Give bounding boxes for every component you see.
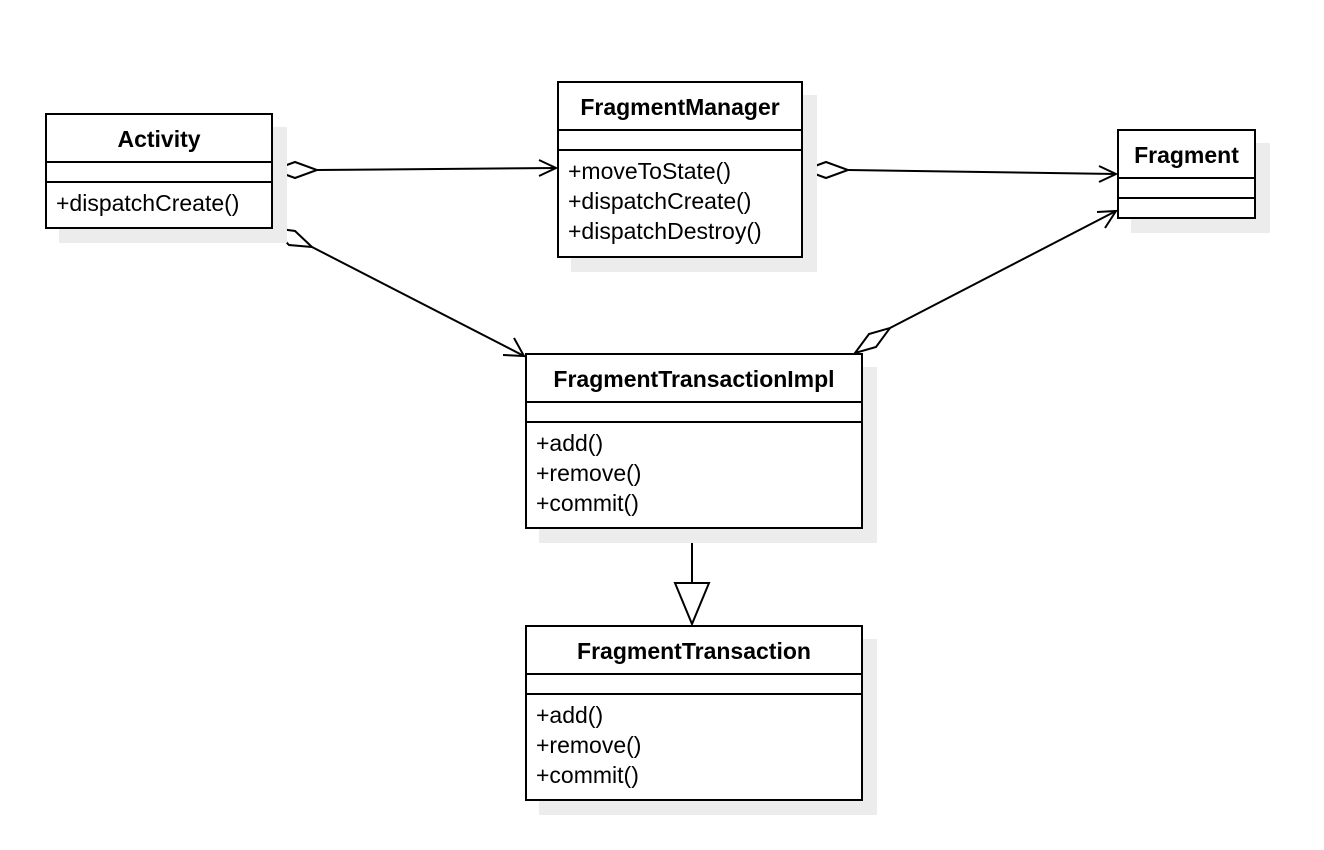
class-name: Activity — [47, 115, 271, 163]
attributes-compartment — [559, 131, 801, 151]
class-activity[interactable]: Activity +dispatchCreate() — [45, 113, 273, 229]
class-name: FragmentTransactionImpl — [527, 355, 861, 403]
operation: +commit() — [536, 490, 639, 516]
association-line — [847, 169, 1117, 175]
operations-compartment: +dispatchCreate() — [47, 183, 271, 218]
attributes-compartment — [47, 163, 271, 183]
association-line — [316, 167, 557, 171]
generalization-fragmenttransactionimpl-fragmenttransaction — [673, 530, 711, 627]
attributes-compartment — [527, 403, 861, 423]
aggregation-fragmentmanager-fragment — [801, 160, 1119, 183]
open-arrowhead — [1096, 209, 1118, 229]
operation: +moveToState() — [568, 158, 731, 184]
open-arrowhead — [538, 159, 559, 177]
aggregation-activity-fragmenttransactionimpl — [270, 226, 526, 358]
aggregation-diamond — [852, 326, 893, 355]
class-fragment-transaction-impl[interactable]: FragmentTransactionImpl +add() +remove()… — [525, 353, 863, 529]
class-fragment-transaction[interactable]: FragmentTransaction +add() +remove() +co… — [525, 625, 863, 801]
open-arrowhead — [1098, 165, 1119, 183]
operations-compartment — [1119, 199, 1254, 204]
operation: +dispatchCreate() — [568, 188, 752, 214]
operation: +add() — [536, 702, 604, 728]
aggregation-diamond — [270, 226, 315, 249]
operations-compartment: +add() +remove() +commit() — [527, 423, 861, 518]
operations-compartment: +add() +remove() +commit() — [527, 695, 861, 790]
attributes-compartment — [1119, 179, 1254, 199]
operation: +remove() — [536, 460, 642, 486]
class-name: FragmentManager — [559, 83, 801, 131]
open-arrowhead — [502, 337, 526, 358]
association-line — [889, 210, 1117, 329]
operations-compartment: +moveToState() +dispatchCreate() +dispat… — [559, 151, 801, 246]
operation: +add() — [536, 430, 604, 456]
attributes-compartment — [527, 675, 861, 695]
aggregation-diamond — [801, 160, 851, 180]
class-name: FragmentTransaction — [527, 627, 861, 675]
operation: +dispatchDestroy() — [568, 218, 762, 244]
class-fragment[interactable]: Fragment — [1117, 129, 1256, 219]
aggregation-fragmenttransactionimpl-fragment — [852, 209, 1118, 355]
aggregation-diamond — [270, 160, 320, 180]
class-name: Fragment — [1119, 131, 1254, 179]
operation: +commit() — [536, 762, 639, 788]
hollow-triangle-arrowhead — [673, 582, 711, 627]
operation: +dispatchCreate() — [56, 190, 240, 216]
class-fragment-manager[interactable]: FragmentManager +moveToState() +dispatch… — [557, 81, 803, 258]
operation: +remove() — [536, 732, 642, 758]
aggregation-activity-fragmentmanager — [270, 159, 559, 180]
association-line — [311, 246, 525, 357]
